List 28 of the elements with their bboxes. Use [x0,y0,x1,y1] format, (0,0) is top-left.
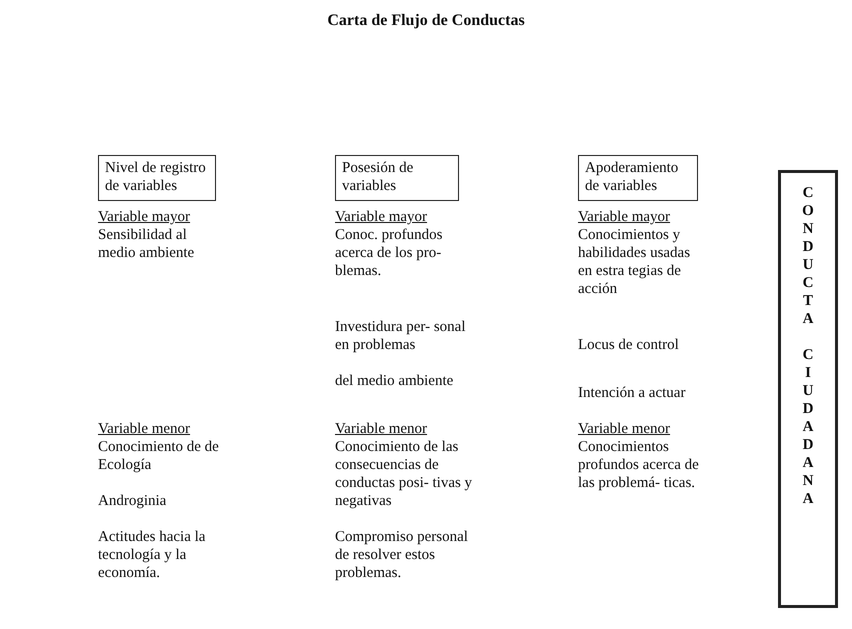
variable-text: Compromiso personal de resolver estos problemas. [335,528,469,582]
column-subheading: Variable menor [578,420,672,438]
vertical-text: CONDUCTA CIUDADANA [799,185,817,511]
header-text: Apoderamiento de variables [585,159,680,195]
variable-text: Locus de control [578,336,680,354]
column-subheading: Variable mayor [98,208,192,226]
variable-text: Conocimiento de de Ecología [98,438,220,474]
header-text: Nivel de registro de variables [105,159,207,195]
column-subheading: Variable menor [335,420,428,438]
variable-text: del medio ambiente [335,372,454,390]
variable-text: Intención a actuar [578,384,686,402]
header-box [578,155,698,201]
variable-text: Conoc. profundos acerca de los pro- blemas. [335,226,444,280]
variable-text: Conocimiento de las consecuencias de conductas posi- tivas y negativas [335,438,474,510]
variable-text: Androginia [98,492,168,510]
variable-text: Conocimientos profundos acerca de las problemá- ticas. [578,438,700,492]
variable-text: Sensibilidad al medio ambiente [98,226,196,262]
header-box [98,155,216,201]
column-subheading: Variable mayor [578,208,672,226]
variable-text: Actitudes hacia la tecnología y la economía. [98,528,206,582]
variable-text: Investidura per- sonal en problemas [335,318,466,354]
side-panel [778,170,838,608]
diagram-title: Carta de Flujo de Conductas [326,12,526,30]
column-subheading: Variable menor [98,420,192,438]
header-text: Posesión de variables [342,159,414,195]
variable-text: Conocimientos y habilidades usadas en estra tegias de acción [578,226,692,298]
header-box [335,155,459,201]
column-subheading: Variable mayor [335,208,428,226]
